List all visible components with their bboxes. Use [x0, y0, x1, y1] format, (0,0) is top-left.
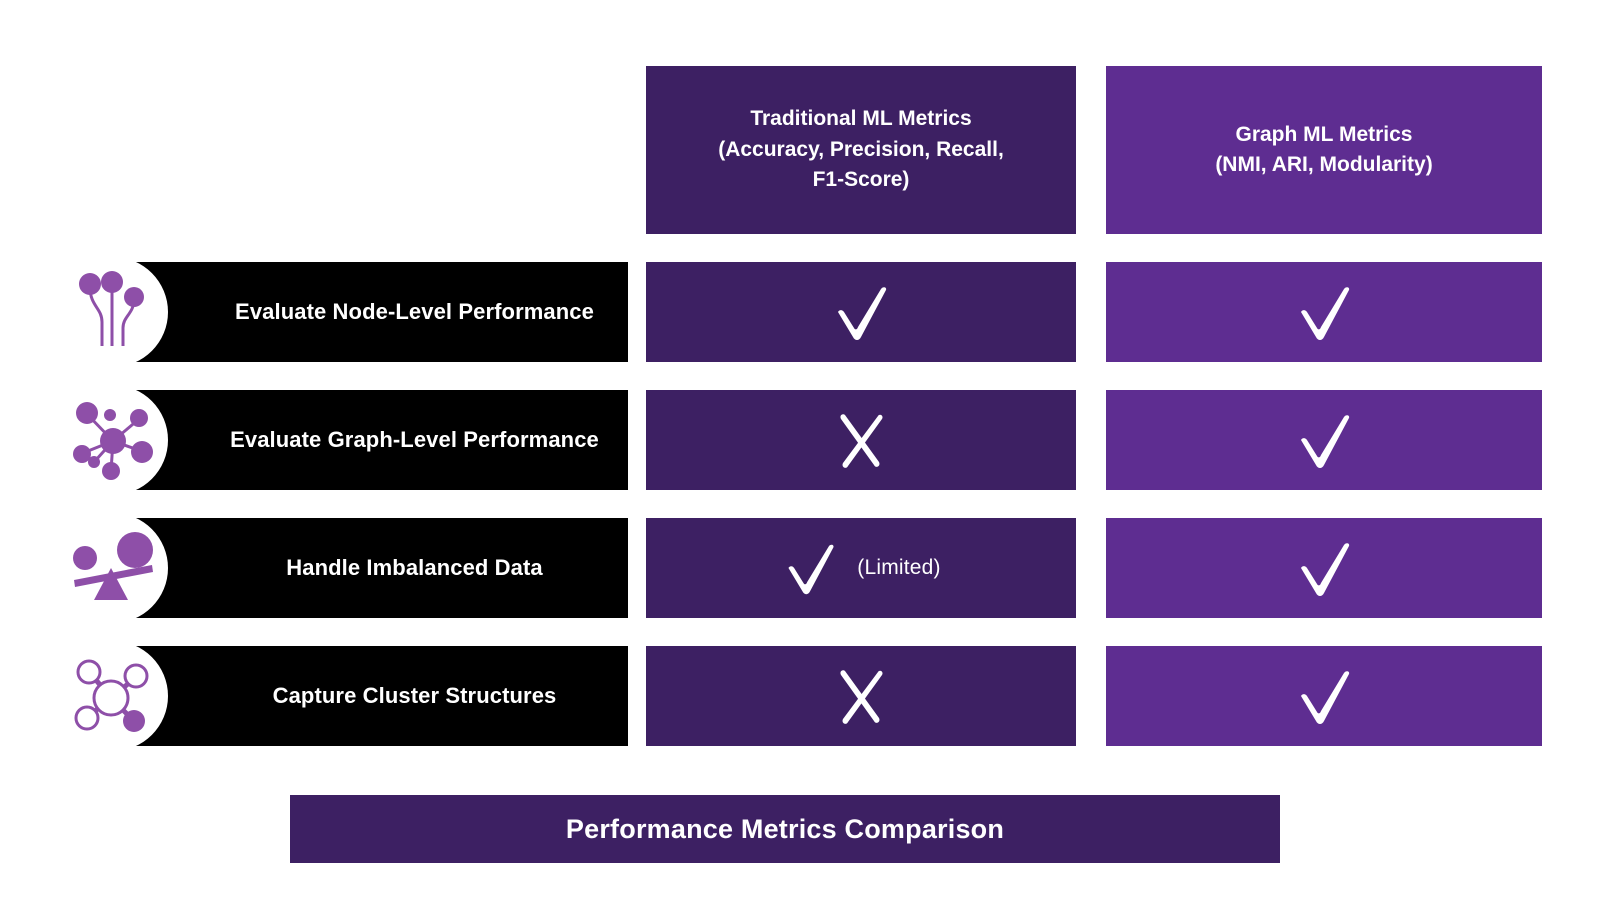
check-mark-icon: [1301, 543, 1350, 596]
row-label-text: Handle Imbalanced Data: [286, 555, 543, 580]
row-label-bar: Evaluate Graph-Level Performance: [105, 390, 628, 490]
column-header-graph-line1: Graph ML Metrics: [1235, 122, 1413, 146]
cell-traditional: [646, 646, 1076, 746]
row-label-text: Evaluate Graph-Level Performance: [230, 427, 599, 452]
column-header-graph-line2: (NMI, ARI, Modularity): [1215, 153, 1433, 176]
check-mark-icon: [1301, 671, 1350, 724]
check-mark-icon: [788, 544, 834, 595]
comparison-row: Handle Imbalanced Data (Limited): [0, 513, 1600, 623]
cell-note-text: (Limited): [857, 556, 941, 579]
balance-scale-icon: [58, 513, 168, 623]
cell-traditional: [646, 262, 1076, 362]
row-label-bar: Capture Cluster Structures: [105, 646, 628, 746]
cell-graph: [1106, 646, 1542, 746]
cell-graph: [1106, 518, 1542, 618]
cell-traditional: (Limited): [646, 518, 1076, 618]
column-header-traditional-line2: (Accuracy, Precision, Recall,: [718, 137, 1004, 161]
row-label-text: Capture Cluster Structures: [272, 683, 557, 708]
cell-traditional: [646, 390, 1076, 490]
row-label-bar: Handle Imbalanced Data: [105, 518, 628, 618]
cell-graph: [1106, 262, 1542, 362]
cell-graph: [1106, 390, 1542, 490]
check-mark-icon: [1301, 415, 1350, 468]
row-label-text: Evaluate Node-Level Performance: [235, 299, 594, 324]
footer-title: Performance Metrics Comparison: [565, 813, 1005, 844]
comparison-row: Capture Cluster Structures: [0, 641, 1600, 751]
column-header-traditional-line1: Traditional ML Metrics: [750, 107, 972, 131]
check-mark-icon: [838, 287, 887, 340]
comparison-row: Evaluate Node-Level Performance: [0, 257, 1600, 367]
cluster-molecule-icon: [58, 641, 168, 751]
row-label-bar: Evaluate Node-Level Performance: [105, 262, 628, 362]
column-header-traditional: Traditional ML Metrics (Accuracy, Precis…: [646, 66, 1076, 234]
network-hub-icon: [58, 385, 168, 495]
check-mark-icon: [1301, 287, 1350, 340]
column-header-graph: Graph ML Metrics (NMI, ARI, Modularity): [1106, 66, 1542, 234]
cross-mark-icon: [840, 670, 883, 724]
footer-banner: Performance Metrics Comparison: [290, 795, 1280, 863]
cross-mark-icon: [840, 414, 883, 468]
column-header-traditional-line3: F1-Score): [812, 168, 910, 192]
comparison-row: Evaluate Graph-Level Performance: [0, 385, 1600, 495]
neural-node-icon: [58, 257, 168, 367]
